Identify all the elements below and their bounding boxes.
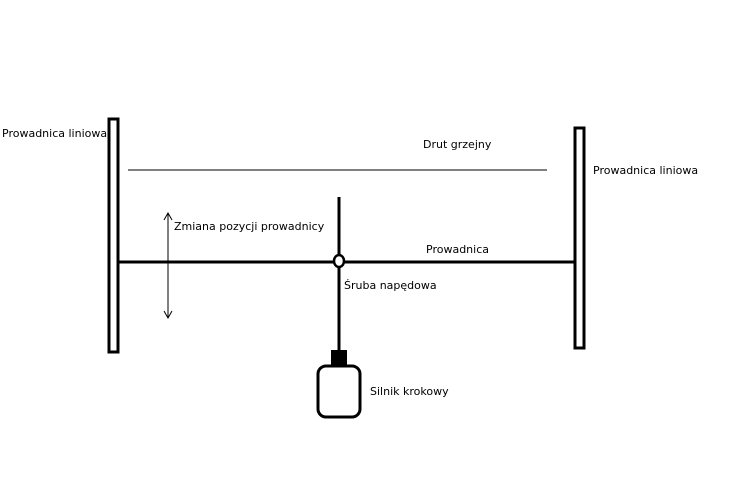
heating-wire-label: Drut grzejny bbox=[423, 138, 492, 151]
left-linear-rail bbox=[107, 117, 120, 354]
screw-nut bbox=[332, 253, 346, 269]
position-arrow-head-up bbox=[163, 211, 173, 221]
right-linear-rail bbox=[573, 126, 586, 350]
motor-shaft-coupling bbox=[331, 350, 347, 366]
left-rail-label: Prowadnica liniowa bbox=[2, 127, 108, 140]
guide-label: Prowadnica bbox=[426, 243, 489, 256]
position-arrow-head-down bbox=[163, 310, 173, 320]
lead-screw-label: Śruba napędowa bbox=[344, 279, 437, 292]
position-change-label: Zmiana pozycji prowadnicy bbox=[174, 220, 325, 233]
right-rail-label: Prowadnica liniowa bbox=[593, 164, 699, 177]
stepper-motor-body bbox=[316, 364, 362, 419]
stepper-motor-label: Silnik krokowy bbox=[370, 385, 449, 398]
